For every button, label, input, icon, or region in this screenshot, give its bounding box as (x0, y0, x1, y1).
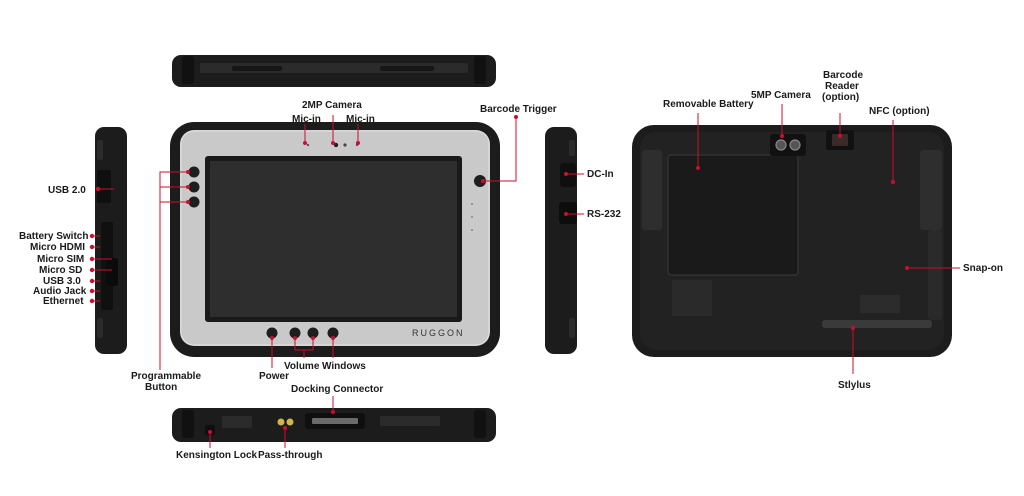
power-button (266, 327, 278, 339)
label-pass-through: Pass-through (258, 450, 322, 461)
label-mic-in-left: Mic-in (292, 114, 321, 125)
stylus-slot (822, 320, 932, 328)
label-nfc: NFC (option) (869, 106, 930, 117)
windows-button (327, 327, 339, 339)
label-windows: Windows (322, 361, 366, 372)
label-volume: Volume (284, 361, 320, 372)
volume-down-button (289, 327, 301, 339)
top-edge-view (172, 55, 496, 87)
label-docking-connector: Docking Connector (291, 384, 383, 395)
barcode-trigger-button (474, 175, 486, 187)
programmable-button-3 (188, 196, 200, 208)
volume-up-button (307, 327, 319, 339)
label-snap-on: Snap-on (963, 263, 1003, 274)
label-mic-in-right: Mic-in (346, 114, 375, 125)
label-power: Power (259, 371, 289, 382)
right-edge-view (545, 127, 577, 354)
label-programmable-line2: Button (145, 382, 177, 393)
leader-lines (89, 104, 960, 448)
label-usb30: USB 3.0 (43, 276, 81, 287)
label-kensington-lock: Kensington Lock (176, 450, 258, 461)
labels: USB 2.0 Battery Switch Micro HDMI Micro … (19, 70, 1003, 461)
label-barcode-reader-line2: Reader (825, 81, 859, 92)
bottom-edge-view (172, 408, 496, 442)
front-view: RUGGON (170, 122, 500, 357)
dc-in-port (560, 163, 576, 187)
label-stylus: Stlylus (838, 380, 871, 391)
programmable-button-2 (188, 181, 200, 193)
left-edge-view (95, 127, 127, 354)
label-camera-2mp: 2MP Camera (302, 100, 362, 111)
camera-2mp-dot (333, 142, 339, 148)
programmable-button-1 (188, 166, 200, 178)
camera-5mp-housing (770, 134, 806, 156)
label-removable-battery: Removable Battery (663, 99, 754, 110)
label-micro-sd: Micro SD (39, 265, 82, 276)
label-barcode-reader-line1: Barcode (823, 70, 863, 81)
label-battery-switch: Battery Switch (19, 231, 88, 242)
rs232-port (559, 202, 577, 224)
label-rs232: RS-232 (587, 209, 621, 220)
label-audio-jack: Audio Jack (33, 286, 87, 297)
label-programmable-line1: Programmable (131, 371, 201, 382)
label-usb20: USB 2.0 (48, 185, 86, 196)
label-ethernet: Ethernet (43, 296, 84, 307)
pass-through-pin-2 (286, 418, 294, 426)
label-barcode-reader-line3: (option) (822, 92, 859, 103)
label-dc-in: DC-In (587, 169, 614, 180)
label-camera-5mp: 5MP Camera (751, 90, 811, 101)
pass-through-pin-1 (277, 418, 285, 426)
brand-logo: RUGGON (412, 328, 465, 338)
back-view (632, 125, 952, 357)
usb20-port (97, 170, 111, 203)
battery-cover (667, 154, 799, 276)
label-micro-hdmi: Micro HDMI (30, 242, 85, 253)
label-micro-sim: Micro SIM (37, 254, 84, 265)
label-barcode-trigger: Barcode Trigger (480, 104, 557, 115)
